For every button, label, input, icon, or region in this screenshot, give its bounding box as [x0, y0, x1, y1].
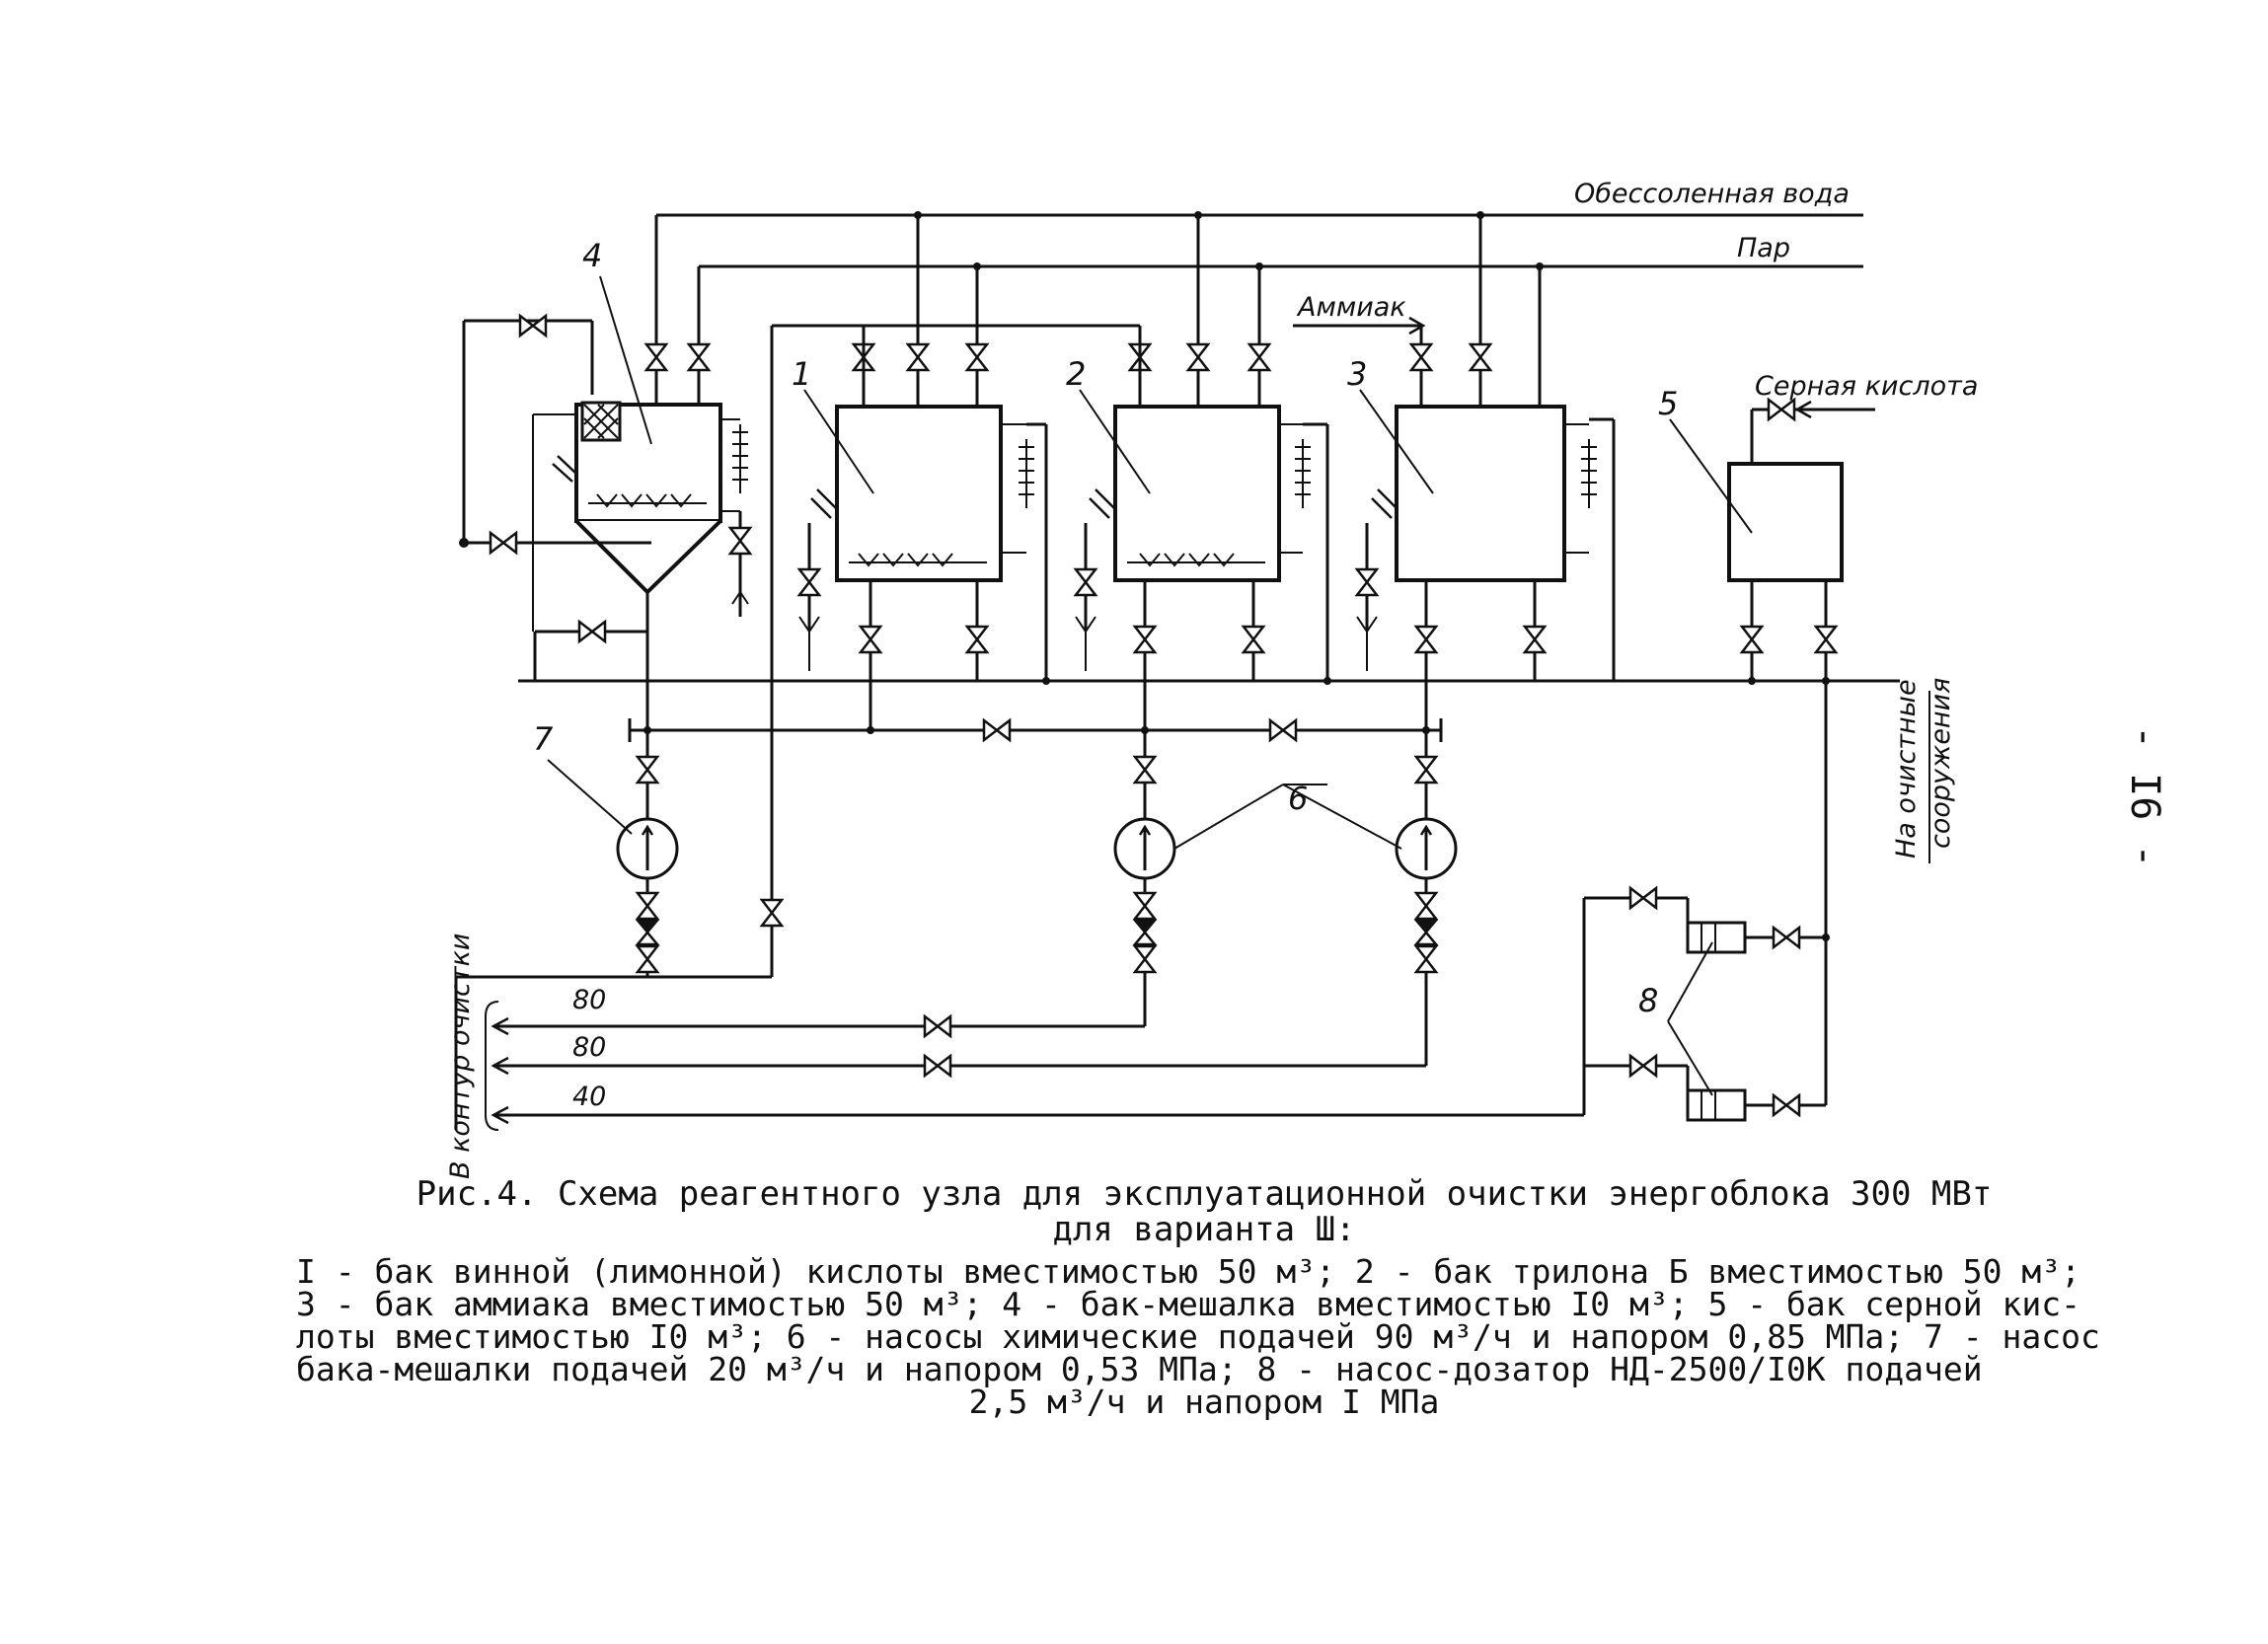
- mixing-tank-bypass: [459, 531, 651, 681]
- drain-label-1: На очистные: [1891, 679, 1922, 859]
- pump-7-number: 7: [533, 720, 554, 758]
- legend-line-3: лоты вместимостью I0 м³; 6 - насосы хими…: [296, 1317, 2100, 1356]
- legend-line-5: 2,5 м³/ч и напором I МПа: [968, 1382, 1440, 1421]
- legend-line-2: 3 - бак аммиака вместимостью 50 м³; 4 - …: [296, 1285, 2080, 1323]
- figure-title: Рис.4. Схема реагентного узла для эксплу…: [296, 1176, 2112, 1247]
- pump-6a: [1113, 755, 1176, 1026]
- flow-label-1: 80: [572, 985, 606, 1015]
- tank-2: [1074, 405, 1329, 681]
- tank-3-number: 3: [1347, 355, 1367, 393]
- tank-2-number: 2: [1066, 355, 1086, 393]
- suction-header: [628, 681, 1443, 819]
- sulfuric-acid-label: Серная кислота: [1755, 371, 1978, 402]
- flow-label-2: 80: [572, 1032, 606, 1063]
- demin-water-line: [654, 211, 1863, 405]
- tank-5-number: 5: [1658, 385, 1678, 422]
- tank-3: [1355, 405, 1616, 730]
- tank-1: [797, 405, 1048, 730]
- tank-5-sulfuric: [1727, 462, 1844, 1085]
- steam-line: [697, 262, 1863, 405]
- tank-4-number: 4: [582, 237, 602, 274]
- pump-6b: [1395, 755, 1458, 1066]
- pump-7: [616, 730, 679, 977]
- flow-label-3: 40: [572, 1082, 606, 1112]
- tank-4-mixing: [462, 314, 752, 730]
- figure-title-line-1: Рис.4. Схема реагентного узла для эксплу…: [416, 1174, 1993, 1214]
- cleaning-circuit-label: В контур очистки: [445, 934, 476, 1179]
- drain-collector: [518, 677, 1900, 685]
- legend-line-4: бака-мешалки подачей 20 м³/ч и напором 0…: [296, 1350, 1983, 1388]
- steam-label: Пар: [1737, 233, 1790, 263]
- legend-line-1: I - бак винной (лимонной) кислоты вмести…: [296, 1252, 2080, 1291]
- ammonia-label: Аммиак: [1296, 292, 1406, 323]
- page-number: - I6 -: [2122, 725, 2167, 868]
- cleaning-circuit-lines: [454, 975, 1584, 1131]
- dosing-pump-8-number: 8: [1638, 982, 1658, 1019]
- recirculation-header: [760, 324, 1142, 977]
- drain-label-2: сооружения: [1926, 678, 1956, 849]
- tank-1-number: 1: [792, 355, 811, 393]
- figure-legend: I - бак винной (лимонной) кислоты вмести…: [296, 1255, 2112, 1418]
- demin-water-label: Обессоленная вода: [1574, 179, 1850, 209]
- figure-title-line-2: для варианта Ш:: [1052, 1210, 1356, 1249]
- dosing-pumps-8: [1582, 886, 1830, 1122]
